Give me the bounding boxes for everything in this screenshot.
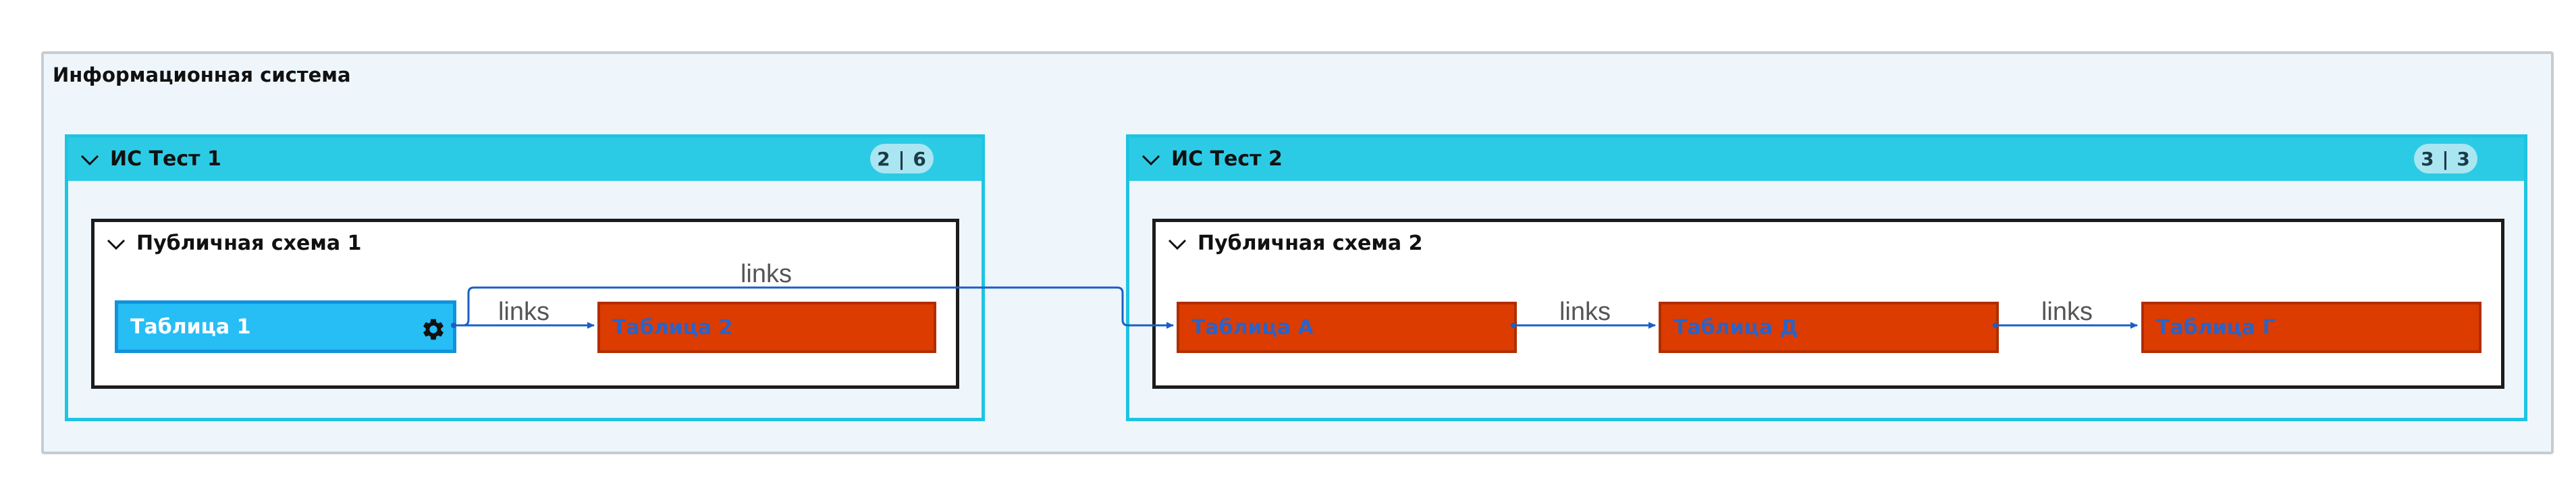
edge-source-dot [1993, 323, 1998, 328]
table-label: Таблица Д [1673, 315, 1798, 340]
table-node-2[interactable]: Таблица 2 [597, 302, 936, 353]
schema-title: Публичная схема 2 [1198, 232, 1423, 255]
system-node-test-1[interactable]: ИС Тест 1 2 | 6 Публичная схема 1 Таблиц… [65, 134, 985, 421]
count-badge: 2 | 6 [870, 144, 934, 173]
information-system-title: Информационная система [53, 63, 351, 86]
edge-label: links [1559, 298, 1611, 326]
chevron-down-icon[interactable] [80, 153, 99, 167]
edge-tabled-tableg[interactable]: links [1995, 298, 2138, 329]
table-label: Таблица 1 [130, 315, 251, 339]
schema-node-public-2[interactable]: Публичная схема 2 Таблица А Таблица Д Та… [1152, 219, 2504, 389]
system-node-test-2[interactable]: ИС Тест 2 3 | 3 Публичная схема 2 Таблиц… [1126, 134, 2527, 421]
edge-source-dot [1511, 323, 1516, 328]
edge-label: links [741, 260, 792, 288]
table-label: Таблица А [1191, 315, 1314, 340]
system-title: ИС Тест 2 [1171, 147, 1283, 171]
chevron-down-icon[interactable] [1142, 153, 1160, 167]
chevron-down-icon[interactable] [107, 238, 126, 251]
table-label: Таблица Г [2156, 315, 2276, 340]
system-header[interactable]: ИС Тест 1 2 | 6 [68, 138, 982, 181]
chevron-down-icon[interactable] [1168, 238, 1187, 251]
system-title: ИС Тест 1 [110, 147, 221, 171]
edge-table1-table2[interactable]: links [454, 298, 595, 329]
edge-table1-tablea[interactable]: links [454, 260, 1174, 329]
edge-source-dot [451, 323, 456, 328]
table-node-g[interactable]: Таблица Г [2141, 302, 2481, 353]
table-label: Таблица 2 [612, 315, 733, 340]
table-node-a[interactable]: Таблица А [1177, 302, 1517, 353]
gear-icon[interactable] [421, 317, 446, 342]
edge-tablea-tabled[interactable]: links [1513, 298, 1656, 329]
count-badge: 3 | 3 [2414, 144, 2477, 173]
edge-label: links [2041, 298, 2093, 326]
table-node-1[interactable]: Таблица 1 [115, 300, 456, 353]
edge-label: links [498, 298, 549, 326]
schema-node-public-1[interactable]: Публичная схема 1 Таблица 1 Таблица 2 [91, 219, 959, 389]
table-node-d[interactable]: Таблица Д [1659, 302, 1999, 353]
schema-title: Публичная схема 1 [136, 232, 362, 255]
system-header[interactable]: ИС Тест 2 3 | 3 [1129, 138, 2524, 181]
